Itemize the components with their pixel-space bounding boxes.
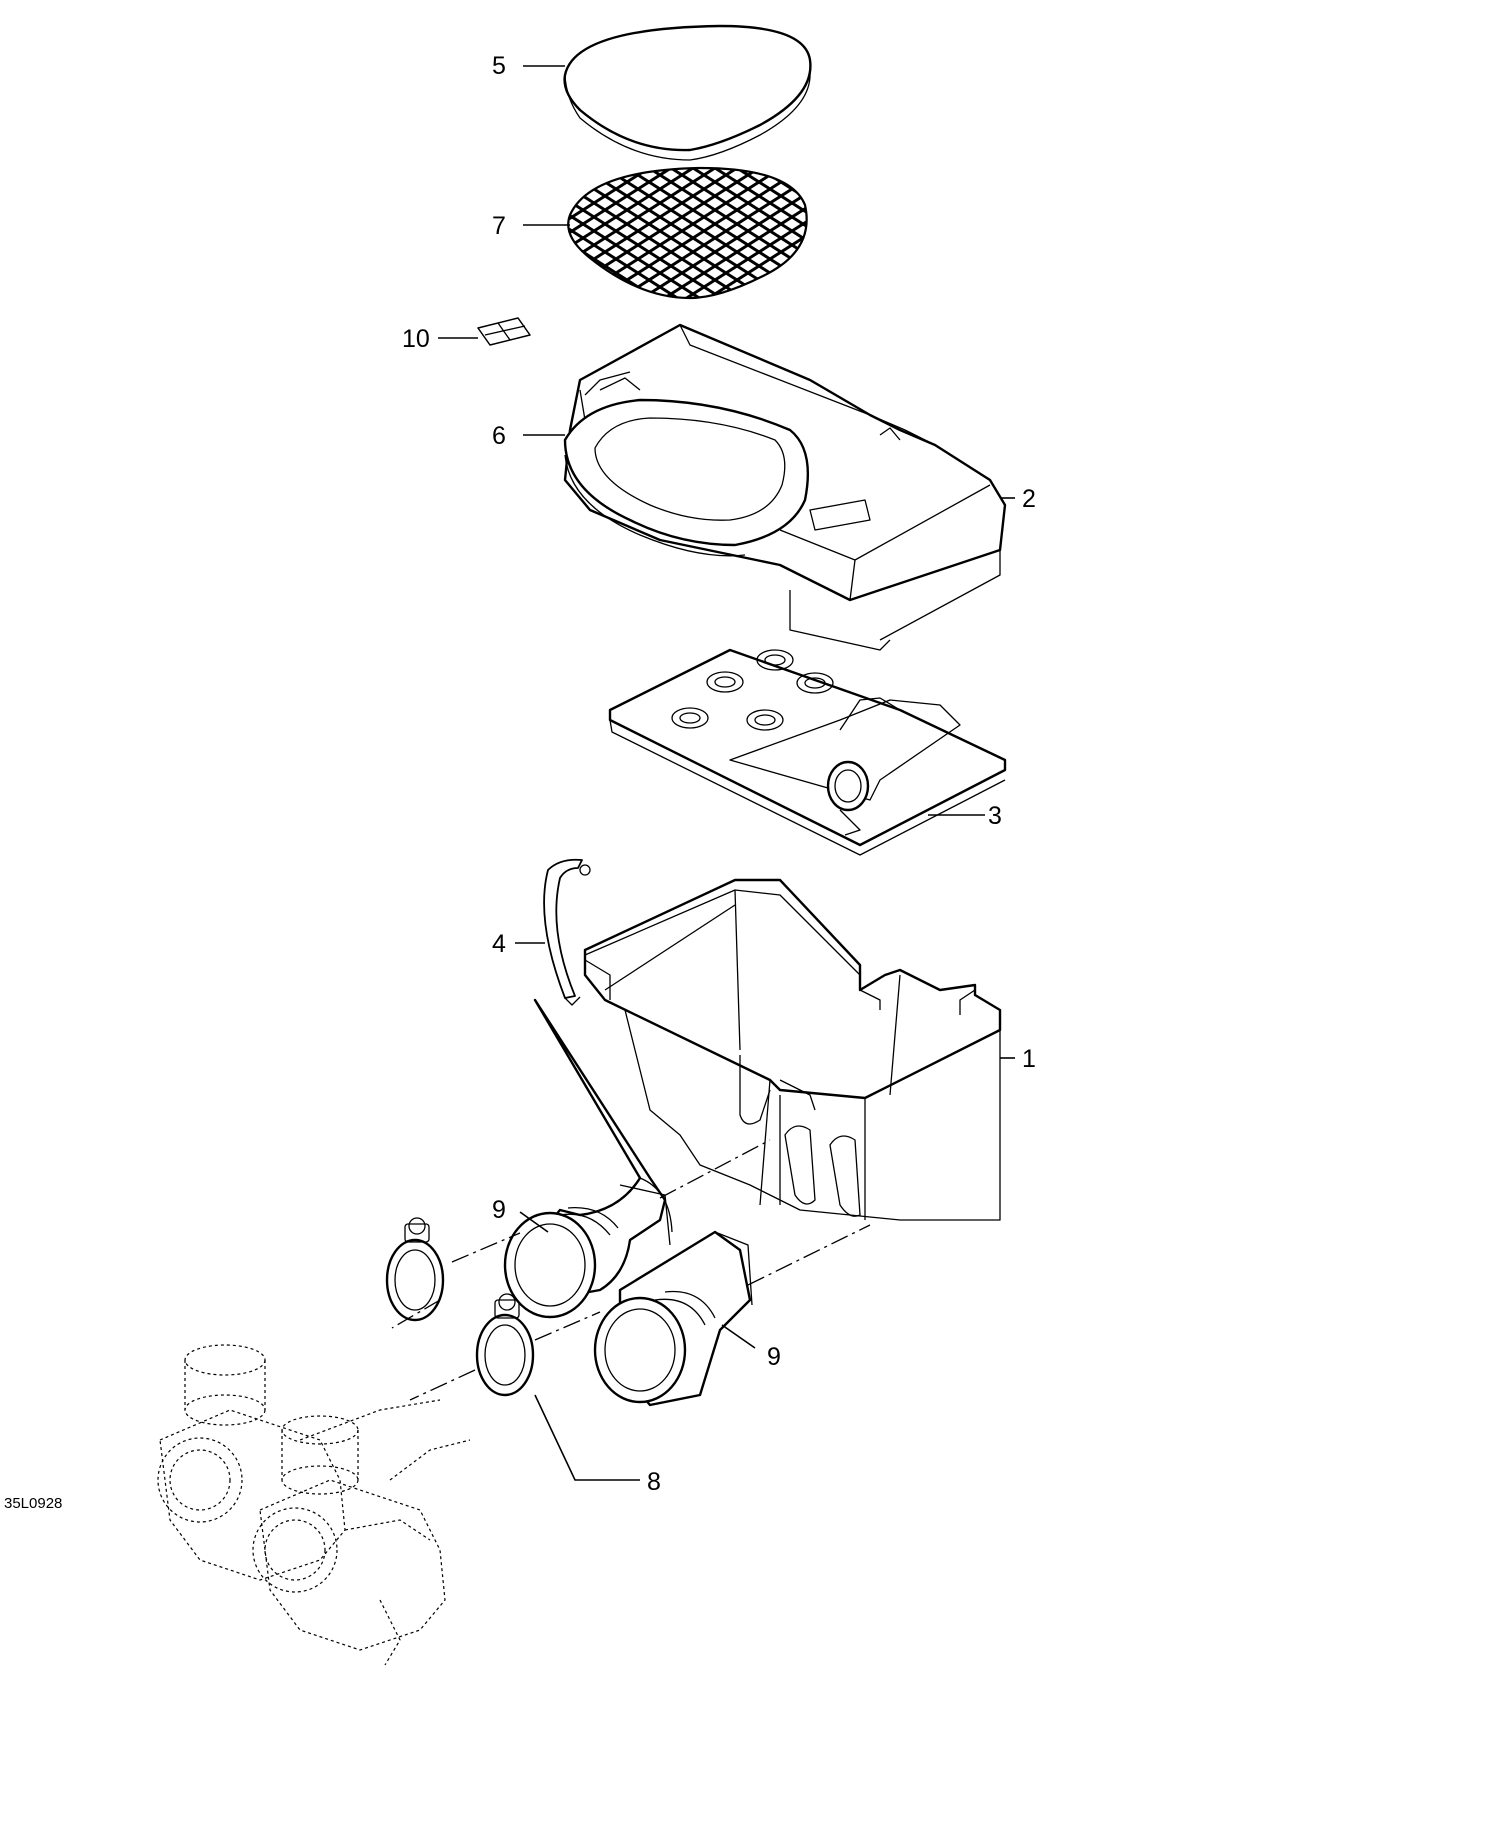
callout-9-upper: 9	[492, 1196, 506, 1224]
screen-mesh-part	[567, 166, 808, 300]
intake-adaptor-lower-part	[593, 1230, 753, 1407]
label-decal-part	[477, 317, 531, 346]
callout-1: 1	[1022, 1045, 1036, 1073]
callout-7: 7	[492, 212, 506, 240]
clamp-upper-part	[385, 1217, 445, 1322]
callout-4: 4	[492, 930, 506, 958]
leader-lines	[438, 65, 1015, 1481]
callout-9-lower: 9	[767, 1343, 781, 1371]
callout-5: 5	[492, 52, 506, 80]
callout-10: 10	[402, 325, 430, 353]
diagram-reference-code: 35L0928	[4, 1495, 62, 1512]
callout-labels: 5 7 10 6 2 3 4 1 9 9 8	[402, 52, 1036, 1496]
foam-filter-part	[563, 24, 812, 161]
carburetor-assembly	[157, 1344, 471, 1666]
callout-3: 3	[988, 802, 1002, 830]
callout-2: 2	[1022, 485, 1036, 513]
air-box-part	[583, 878, 1002, 1221]
callout-6: 6	[492, 422, 506, 450]
assembly-center-lines	[391, 1139, 871, 1401]
intake-adaptor-upper-part	[503, 998, 673, 1319]
clamp-lower-part	[475, 1293, 535, 1397]
callout-8: 8	[647, 1468, 661, 1496]
gasket-part	[563, 398, 809, 557]
clip-part	[543, 858, 591, 1006]
silencer-plate-part	[608, 648, 1007, 856]
